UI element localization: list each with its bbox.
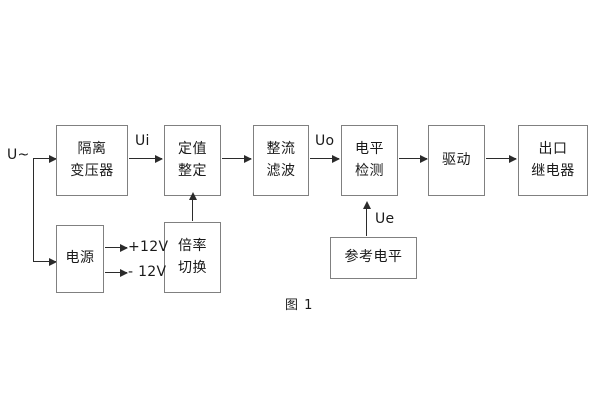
block-drive[interactable]: 驱动 <box>428 125 485 196</box>
arrow-source-to-power-supply <box>33 257 57 266</box>
block-reference-level-line-1: 参考电平 <box>344 249 403 266</box>
block-reference-level[interactable]: 参考电平 <box>330 237 417 279</box>
block-power-supply-line-1: 电源 <box>65 250 95 267</box>
block-setting-value-line-1: 定值 <box>178 140 207 157</box>
block-rectify-filter-line-2: 滤波 <box>266 162 296 179</box>
block-drive-line-1: 驱动 <box>442 151 471 168</box>
arrow-source-to-isolation-transformer <box>33 154 57 163</box>
arrow-multiplier-switch-to-setting-value <box>188 192 197 221</box>
arrow-drive-to-output-relay <box>486 154 517 163</box>
arrow-setting-value-to-rectify-filter <box>222 154 252 163</box>
arrow-level-detect-to-drive <box>399 154 428 163</box>
source-bus-line <box>33 158 34 261</box>
block-output-relay-line-1: 出口 <box>538 140 568 157</box>
block-isolation-transformer-line-2: 变压器 <box>70 162 114 179</box>
block-level-detect-line-2: 检测 <box>355 162 384 179</box>
block-isolation-transformer[interactable]: 隔离 变压器 <box>56 125 128 196</box>
rail-label-positive: +12V <box>128 239 169 255</box>
arrow-rail-negative <box>105 268 128 277</box>
block-isolation-transformer-line-1: 隔离 <box>77 140 107 157</box>
arrow-isolation-transformer-to-setting-value <box>129 154 163 163</box>
arrow-reference-level-to-level-detect <box>362 201 371 236</box>
figure-caption: 图 1 <box>285 298 314 313</box>
signal-label-ui: Ui <box>135 133 150 149</box>
block-rectify-filter[interactable]: 整流 滤波 <box>253 125 309 196</box>
block-setting-value[interactable]: 定值 整定 <box>164 125 221 196</box>
block-multiplier-switch[interactable]: 倍率 切换 <box>164 222 221 293</box>
source-label-u: U~ <box>7 147 30 163</box>
block-power-supply[interactable]: 电源 <box>56 225 104 293</box>
signal-label-uo: Uo <box>315 133 335 149</box>
block-multiplier-switch-line-1: 倍率 <box>178 237 207 254</box>
block-level-detect[interactable]: 电平 检测 <box>341 125 398 196</box>
block-output-relay-line-2: 继电器 <box>531 162 575 179</box>
arrow-rail-positive <box>105 243 128 252</box>
block-output-relay[interactable]: 出口 继电器 <box>518 125 588 196</box>
block-multiplier-switch-line-2: 切换 <box>178 259 207 276</box>
block-level-detect-line-1: 电平 <box>355 140 384 157</box>
arrow-rectify-filter-to-level-detect <box>310 154 340 163</box>
signal-label-ue: Ue <box>375 211 395 227</box>
block-rectify-filter-line-1: 整流 <box>266 140 296 157</box>
block-setting-value-line-2: 整定 <box>178 162 207 179</box>
rail-label-negative: - 12V <box>128 264 167 280</box>
